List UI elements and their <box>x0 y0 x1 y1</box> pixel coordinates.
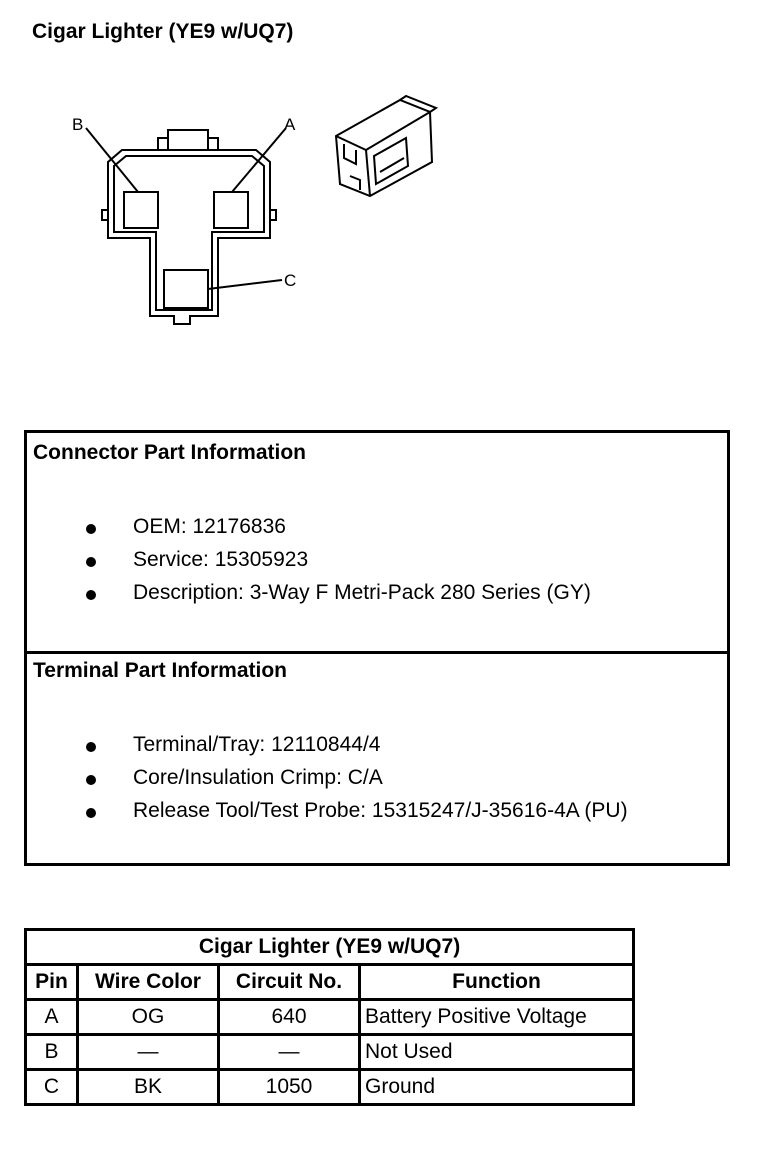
function-cell: Battery Positive Voltage <box>358 998 635 1036</box>
label-c: C <box>284 271 296 290</box>
function-cell: Ground <box>358 1068 635 1106</box>
pin-table: Cigar Lighter (YE9 w/UQ7) Pin Wire Color… <box>24 928 635 1106</box>
circuit-cell: 640 <box>217 998 361 1036</box>
bullet-icon <box>86 557 96 567</box>
part-info-box: Connector Part Information OEM: 12176836… <box>24 430 730 866</box>
cavity-a <box>213 191 249 229</box>
table-header-row: Pin Wire Color Circuit No. Function <box>24 963 635 1001</box>
cavity-b <box>123 191 159 229</box>
column-header: Pin <box>24 963 79 1001</box>
table-row: C BK 1050 Ground <box>24 1068 635 1106</box>
connector-part-info: Connector Part Information OEM: 12176836… <box>27 433 727 654</box>
table-row: A OG 640 Battery Positive Voltage <box>24 998 635 1036</box>
bullet-icon <box>86 808 96 818</box>
bullet-icon <box>86 590 96 600</box>
table-title: Cigar Lighter (YE9 w/UQ7) <box>24 928 635 966</box>
column-header: Wire Color <box>76 963 220 1001</box>
wire-color-cell: OG <box>76 998 220 1036</box>
bullet-icon <box>86 524 96 534</box>
connector-isometric-icon <box>334 94 439 198</box>
page-title: Cigar Lighter (YE9 w/UQ7) <box>32 20 294 43</box>
function-cell: Not Used <box>358 1033 635 1071</box>
terminal-part-info: Terminal Part Information Terminal/Tray:… <box>33 659 628 822</box>
connector-info-title: Connector Part Information <box>33 441 307 464</box>
label-a: A <box>284 115 296 134</box>
bullet-icon <box>86 775 96 785</box>
terminal-info-title: Terminal Part Information <box>33 659 287 682</box>
pin-cell: A <box>24 998 79 1036</box>
circuit-cell: 1050 <box>217 1068 361 1106</box>
pin-cell: C <box>24 1068 79 1106</box>
bullet-icon <box>86 742 96 752</box>
connector-face-diagram: B A C <box>72 94 439 325</box>
wire-color-cell: — <box>76 1033 220 1071</box>
table-row: B — — Not Used <box>24 1033 635 1071</box>
cavity-c <box>163 269 209 309</box>
column-header: Circuit No. <box>217 963 361 1001</box>
label-b: B <box>72 115 83 134</box>
circuit-cell: — <box>217 1033 361 1071</box>
wire-color-cell: BK <box>76 1068 220 1106</box>
column-header: Function <box>358 963 635 1001</box>
pin-cell: B <box>24 1033 79 1071</box>
